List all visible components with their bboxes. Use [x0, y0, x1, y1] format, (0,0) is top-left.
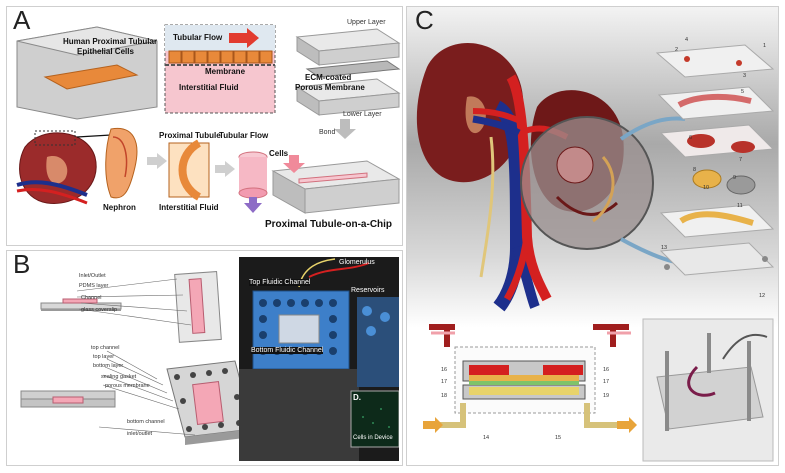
- b-label-inlet: Inlet/Outlet: [79, 273, 106, 279]
- photo-top-channel: Top Fluidic Channel: [249, 279, 311, 286]
- b-label-bottom-channel: bottom channel: [127, 419, 165, 425]
- tubular-flow-mid-label: Tubular Flow: [219, 131, 269, 140]
- tubular-flow-top-label: Tubular Flow: [173, 33, 223, 42]
- layer-number-10: 10: [703, 185, 710, 191]
- layer-number-6: 6: [689, 135, 693, 141]
- b-label-top-channel: top channel: [91, 345, 120, 351]
- ecm-label-line2: Porous Membrane: [295, 83, 365, 92]
- device-photo: Glomerulus Top Fluidic Channel Reservoir…: [239, 257, 399, 461]
- device-photo-drawing: [239, 257, 399, 461]
- cells-label-line2: Epithelial Cells: [77, 47, 134, 56]
- lower-layer-label: Lower Layer: [343, 111, 382, 118]
- diagram-bottom-14: 14: [483, 435, 490, 441]
- panel-c-illustration: [416, 43, 775, 462]
- cells-arrow-label: Cells: [269, 149, 289, 158]
- b-label-pdms: PDMS layer: [79, 283, 109, 289]
- layer-number-9: 9: [733, 175, 737, 181]
- panel-c: C 1 2 3 4 5 6 7 8 9 10 11 12 13 16 17 18…: [406, 6, 779, 466]
- layer-number-12: 12: [759, 293, 766, 299]
- ecm-label: ECM-coated: [305, 73, 352, 82]
- diagram-right-17: 17: [603, 379, 610, 385]
- photo-reservoirs: Reservoirs: [351, 287, 385, 294]
- diagram-left-16: 16: [441, 367, 448, 373]
- panel-c-letter: C: [415, 6, 434, 35]
- layer-number-3: 3: [743, 73, 747, 79]
- layer-number-8: 8: [693, 167, 697, 173]
- layer-number-1: 1: [763, 43, 767, 49]
- diagram-bottom-15: 15: [555, 435, 562, 441]
- photo-cells-label: Cells in Device: [353, 435, 393, 441]
- membrane-label: Membrane: [205, 67, 246, 76]
- b-label-inlet-outlet: inlet/outlet: [127, 431, 153, 437]
- panel-a-illustration: [16, 24, 401, 214]
- diagram-right-16: 16: [603, 367, 610, 373]
- layer-number-5: 5: [741, 89, 745, 95]
- b-label-bottom-layer: bottom layer: [93, 363, 124, 369]
- layer-number-4: 4: [685, 37, 689, 43]
- diagram-left-17: 17: [441, 379, 448, 385]
- layer-number-13: 13: [661, 245, 668, 251]
- nephron-label: Nephron: [103, 203, 136, 212]
- upper-layer-label: Upper Layer: [347, 19, 386, 26]
- panel-a-letter: A: [13, 6, 31, 35]
- diagram-right-19: 19: [603, 393, 610, 399]
- interstitial-fluid-bottom-label: Interstitial Fluid: [159, 203, 219, 212]
- photo-glomerulus: Glomerulus: [339, 259, 375, 266]
- chip-title: Proximal Tubule-on-a-Chip: [265, 219, 393, 230]
- proximal-tubule-label: Proximal Tubule: [159, 131, 221, 140]
- b-label-gasket: sealing gasket: [101, 374, 137, 380]
- b-label-membrane: porous membrane: [105, 383, 150, 389]
- panel-a: A Human Proximal Tubular Epithelial Cell…: [6, 6, 403, 246]
- photo-bottom-channel: Bottom Fluidic Channel: [251, 347, 324, 354]
- b-label-channel: Channel: [81, 295, 102, 301]
- interstitial-fluid-top-label: Interstitial Fluid: [179, 83, 239, 92]
- bond-label: Bond: [319, 129, 336, 136]
- layer-number-7: 7: [739, 157, 743, 163]
- b-label-top-layer: top layer: [93, 354, 115, 360]
- panel-b-illustration: [20, 271, 254, 445]
- layer-number-2: 2: [675, 47, 679, 53]
- panel-b: B Inlet/Outlet PDMS layer Channel glass …: [6, 250, 403, 466]
- b-label-glass: glass coverslip: [81, 307, 118, 313]
- panel-b-letter: B: [13, 250, 31, 279]
- diagram-left-18: 18: [441, 393, 448, 399]
- photo-inset-letter: D.: [353, 393, 361, 402]
- layer-number-11: 11: [737, 203, 743, 209]
- cells-label: Human Proximal Tubular: [63, 37, 158, 46]
